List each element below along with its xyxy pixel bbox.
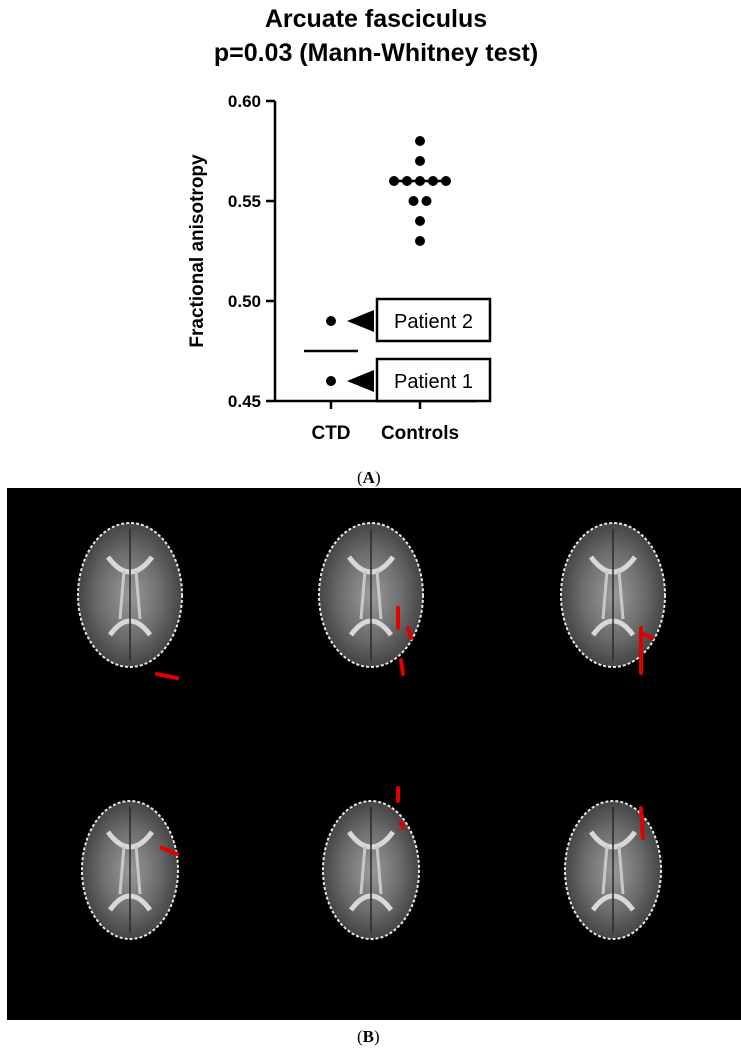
data-point (402, 176, 412, 186)
highlighted-region (406, 626, 413, 640)
highlighted-region (639, 631, 654, 640)
white-matter-tract (601, 570, 625, 620)
brain-slices (77, 522, 666, 940)
annotation-box (375, 357, 492, 403)
highlighted-region (399, 658, 405, 676)
y-tick-label: 0.55 (228, 192, 261, 211)
annotations: Patient 2 Patient 1 (347, 297, 492, 403)
data-points (326, 136, 451, 386)
brain-image-panel (7, 488, 741, 1020)
y-ticks: 0.45 0.50 0.55 0.60 (228, 92, 275, 411)
white-matter-tract (118, 845, 142, 895)
annotation-label: Patient 2 (394, 311, 473, 333)
y-tick-label: 0.45 (228, 392, 261, 411)
panel-b-label: (B) (357, 1027, 380, 1046)
data-point (326, 316, 336, 326)
white-matter-tract (359, 570, 383, 620)
highlighted-region (155, 672, 179, 680)
y-tick-label: 0.50 (228, 292, 261, 311)
highlighted-region (160, 846, 179, 856)
brain-slice (564, 800, 662, 940)
highlighted-region (639, 806, 645, 840)
white-matter-tract (359, 845, 383, 895)
data-point (415, 176, 425, 186)
highlighted-region (399, 820, 405, 830)
annotation-arrow (347, 370, 374, 392)
brain-slice (322, 786, 420, 940)
panel-a-label: (A) (357, 468, 381, 487)
data-point (408, 196, 419, 206)
data-point (415, 236, 425, 246)
white-matter-tract (118, 570, 142, 620)
data-point (389, 176, 399, 186)
data-point (441, 176, 451, 186)
y-axis-label: Fractional anisotropy (187, 154, 208, 348)
panel-a-letter: A (362, 468, 375, 487)
x-tick-label: Controls (381, 423, 459, 444)
brain-slice (318, 522, 424, 676)
x-tick-label: CTD (311, 423, 350, 444)
data-point (415, 156, 425, 166)
panel-b-letter: B (362, 1027, 375, 1046)
scatter-chart: Arcuate fasciculus p=0.03 (Mann-Whitney … (187, 5, 538, 444)
x-ticks: CTD Controls (311, 401, 459, 444)
white-matter-tract (601, 845, 625, 895)
data-point (421, 196, 432, 206)
annotation-box (375, 297, 492, 343)
data-point (415, 136, 425, 146)
chart-subtitle: p=0.03 (Mann-Whitney test) (214, 39, 538, 67)
y-tick-label: 0.60 (228, 92, 261, 111)
annotation-label: Patient 1 (394, 371, 473, 393)
brain-slice (81, 800, 179, 940)
data-point (326, 376, 336, 386)
brain-slice (77, 522, 183, 680)
annotation-arrow (347, 310, 374, 332)
chart-title: Arcuate fasciculus (265, 5, 487, 33)
brain-slice (560, 522, 666, 675)
data-point (415, 216, 425, 226)
data-point (428, 176, 438, 186)
